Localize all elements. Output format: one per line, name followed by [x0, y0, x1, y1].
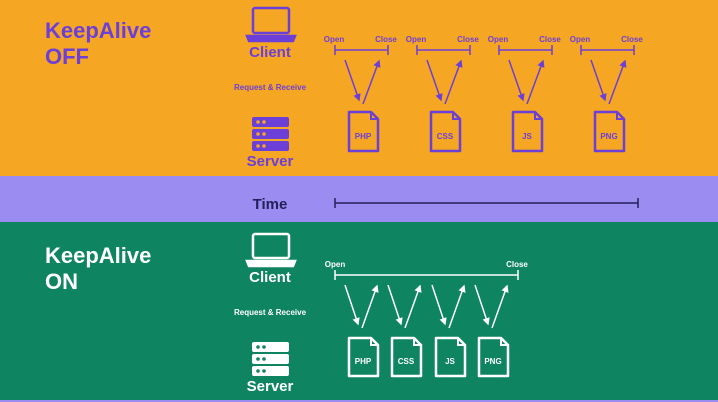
receive-arrow: [404, 284, 422, 329]
on-title-line1: KeepAlive: [45, 243, 151, 268]
off-connection-group: Open Close JS: [488, 35, 561, 153]
request-receive-label: Request & Receive: [234, 83, 307, 92]
on-arrows: [344, 284, 509, 329]
request-arrow: [387, 284, 403, 326]
close-label: Close: [621, 35, 643, 44]
time-label: Time: [253, 196, 288, 213]
off-title: KeepAlive OFF: [45, 18, 151, 69]
receive-arrow: [491, 284, 509, 329]
laptop-icon: [245, 6, 297, 43]
file-label: JS: [522, 132, 532, 141]
client-label: Client: [249, 269, 291, 286]
on-connection-span: Open Close: [325, 260, 528, 280]
request-arrow: [474, 284, 490, 326]
file-label: JS: [445, 357, 455, 366]
receive-arrow: [608, 59, 627, 105]
on-file-css: CSS: [390, 336, 423, 378]
off-connection-group: Open Close PHP: [324, 35, 397, 153]
file-icon: [434, 336, 467, 378]
close-label: Close: [539, 35, 561, 44]
on-file-js: JS: [434, 336, 467, 378]
server-icon: [252, 342, 289, 376]
request-receive-label: Request & Receive: [234, 308, 307, 317]
close-label: Close: [375, 35, 397, 44]
close-label: Close: [457, 35, 479, 44]
client-label: Client: [249, 44, 291, 61]
open-label: Open: [406, 35, 427, 44]
server-icon: [252, 117, 289, 151]
file-label: PNG: [600, 132, 617, 141]
server-label: Server: [247, 153, 294, 170]
file-label: CSS: [398, 357, 415, 366]
request-arrow: [590, 59, 607, 102]
laptop-icon: [245, 232, 297, 268]
on-title: KeepAlive ON: [45, 243, 151, 294]
off-title-line2: OFF: [45, 44, 89, 69]
on-title-line2: ON: [45, 269, 78, 294]
file-icon: [511, 110, 544, 153]
on-file-php: PHP: [347, 336, 380, 378]
off-section-background: [0, 0, 718, 176]
on-file-png: PNG: [477, 336, 510, 378]
file-icon: [429, 110, 462, 153]
server-label: Server: [247, 378, 294, 395]
open-label: Open: [570, 35, 591, 44]
receive-arrow: [448, 284, 466, 329]
file-icon: [347, 336, 380, 378]
file-icon: [347, 110, 380, 153]
open-label: Open: [324, 35, 345, 44]
receive-arrow: [444, 59, 463, 105]
on-section-background: [0, 222, 718, 402]
request-arrow: [431, 284, 447, 326]
off-connection-group: Open Close CSS: [406, 35, 479, 153]
request-arrow: [344, 59, 361, 102]
close-label: Close: [506, 260, 528, 269]
time-axis: [334, 198, 639, 208]
file-label: PHP: [355, 357, 372, 366]
receive-arrow: [362, 59, 381, 105]
file-icon: [477, 336, 510, 378]
file-icon: [390, 336, 423, 378]
file-label: PNG: [484, 357, 501, 366]
open-label: Open: [488, 35, 509, 44]
off-title-line1: KeepAlive: [45, 18, 151, 43]
off-connection-group: Open Close PNG: [570, 35, 643, 153]
request-arrow: [426, 59, 443, 102]
request-arrow: [508, 59, 525, 102]
request-arrow: [344, 284, 360, 326]
file-label: PHP: [355, 132, 372, 141]
file-label: CSS: [437, 132, 454, 141]
time-band-background: [0, 176, 718, 222]
open-label: Open: [325, 260, 346, 269]
receive-arrow: [526, 59, 545, 105]
receive-arrow: [361, 284, 379, 329]
bottom-border: [0, 400, 718, 402]
file-icon: [593, 110, 626, 153]
